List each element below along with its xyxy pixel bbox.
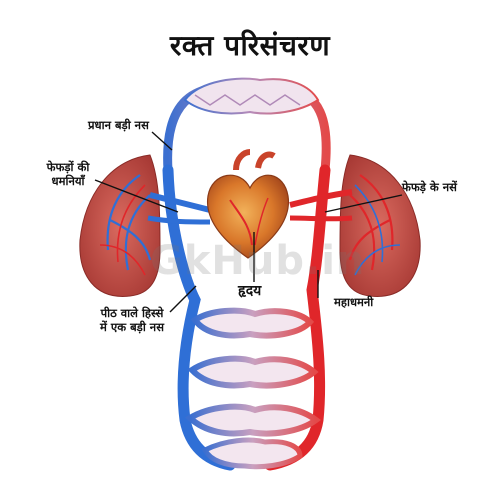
leader-lines	[94, 131, 403, 313]
lower-capillary-bed	[185, 307, 322, 470]
vena-cava	[162, 164, 236, 471]
page-title: रक्त परिसंचरण	[169, 29, 331, 62]
label-pulmonary-artery: फेफड़ों की धमनियाँ	[46, 160, 90, 188]
label-lower-vein: पीठ वाले हिस्से में एक बड़ी नस	[100, 306, 164, 334]
upper-capillary-bed	[163, 77, 331, 171]
label-pulmonary-vein: फेफड़े के नसें	[402, 180, 457, 194]
aorta	[264, 164, 331, 471]
right-lung	[339, 154, 421, 297]
left-lung	[79, 154, 161, 297]
label-aorta: महाधमनी	[334, 295, 374, 309]
label-vena-cava: प्रधान बड़ी नस	[88, 118, 149, 132]
pulmonary-vessels	[147, 189, 353, 225]
label-heart: हृदय	[238, 283, 262, 299]
heart	[207, 149, 289, 259]
watermark: GkHub.in	[150, 238, 366, 284]
